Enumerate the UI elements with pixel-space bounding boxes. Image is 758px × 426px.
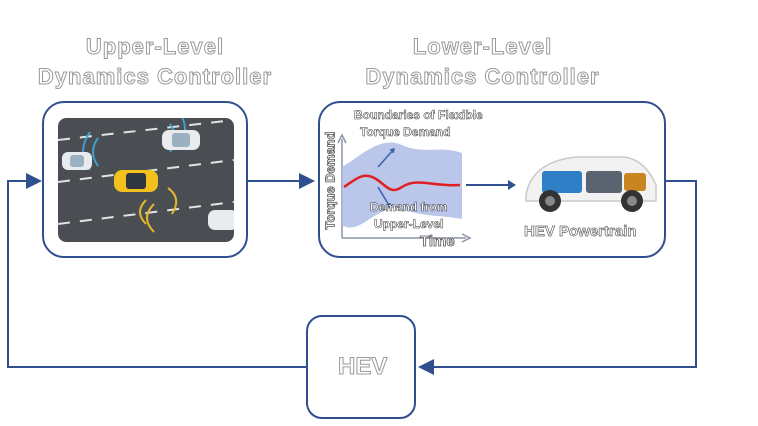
powertrain-label: HEV Powertrain bbox=[524, 223, 637, 241]
lower-controller-box: Torque Demand Time Boundaries of Flexibl… bbox=[318, 101, 666, 258]
upper-controller-box bbox=[42, 101, 248, 258]
car-white-left bbox=[62, 152, 92, 170]
hev-label: HEV bbox=[337, 353, 388, 381]
car-white-topright bbox=[162, 130, 200, 150]
flexible-band bbox=[342, 142, 462, 228]
boundaries-line1: Boundaries of Flexible bbox=[354, 108, 483, 123]
upper-title: Upper-Level Dynamics Controller bbox=[20, 32, 290, 92]
upper-title-line2: Dynamics Controller bbox=[37, 64, 273, 90]
highway-illustration bbox=[58, 118, 234, 242]
arrow-lower-to-hev bbox=[418, 180, 697, 375]
hev-box: HEV bbox=[306, 315, 416, 419]
demand-label: Demand from Upper-Level bbox=[370, 199, 448, 233]
upper-title-line1: Upper-Level bbox=[85, 34, 225, 60]
boundaries-line2: Torque Demand bbox=[360, 125, 451, 140]
arrow-hev-to-upper bbox=[7, 173, 306, 368]
demand-curve bbox=[343, 174, 461, 192]
plot-to-powertrain-arrow bbox=[466, 180, 516, 190]
demand-line1: Demand from bbox=[370, 200, 448, 215]
x-axis-label: Time bbox=[420, 233, 456, 251]
demand-line2: Upper-Level bbox=[373, 217, 444, 232]
torque-demand-plot bbox=[337, 133, 472, 243]
boundaries-label: Boundaries of Flexible Torque Demand bbox=[354, 107, 483, 141]
y-axis-label: Torque Demand bbox=[322, 131, 338, 230]
car-yellow-center bbox=[114, 170, 158, 192]
lower-title: Lower-Level Dynamics Controller bbox=[345, 32, 620, 92]
car-white-bottomright bbox=[208, 210, 234, 230]
lower-title-line1: Lower-Level bbox=[412, 34, 553, 60]
hev-powertrain-illustration bbox=[525, 156, 657, 212]
lower-title-line2: Dynamics Controller bbox=[365, 64, 600, 90]
